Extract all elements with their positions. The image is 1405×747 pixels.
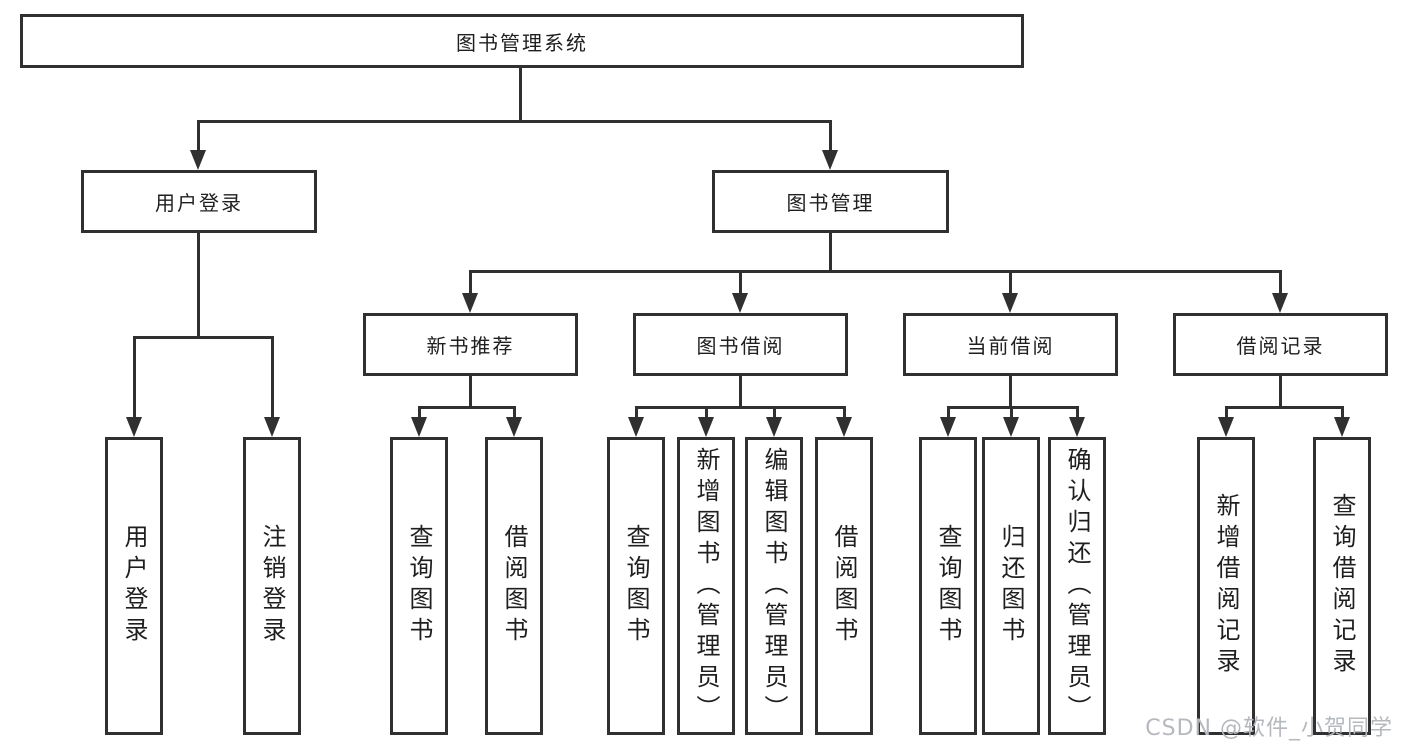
leaf-query-borrow-record: 查询借阅记录	[1313, 437, 1371, 735]
arrowhead-down-icon	[190, 150, 206, 170]
connector-vline	[133, 337, 136, 421]
node-book-borrow: 图书借阅	[633, 313, 848, 376]
connector-hline	[418, 406, 516, 409]
leaf-edit-book-admin: 编辑图书（管理员）	[745, 437, 803, 735]
leaf-label: 注销登录	[258, 524, 286, 648]
connector-vline	[1076, 407, 1079, 421]
leaf-query-books-current: 查询图书	[919, 437, 977, 735]
connector-vline	[1010, 407, 1013, 421]
arrowhead-down-icon	[1002, 293, 1018, 313]
leaf-label: 查询图书	[622, 524, 650, 648]
connector-vline	[829, 121, 832, 154]
leaf-label: 查询图书	[405, 524, 433, 648]
connector-vline	[1279, 376, 1282, 406]
arrowhead-down-icon	[264, 417, 280, 437]
leaf-add-book-admin: 新增图书（管理员）	[677, 437, 735, 735]
leaf-borrow-books-recommend: 借阅图书	[485, 437, 543, 735]
arrowhead-down-icon	[1334, 417, 1350, 437]
connector-hline	[197, 120, 832, 123]
node-root: 图书管理系统	[20, 14, 1024, 68]
arrowhead-down-icon	[836, 417, 852, 437]
arrowhead-down-icon	[506, 417, 522, 437]
leaf-label: 查询图书	[934, 524, 962, 648]
arrowhead-down-icon	[940, 417, 956, 437]
leaf-add-borrow-record: 新增借阅记录	[1197, 437, 1255, 735]
connector-vline	[469, 376, 472, 406]
leaf-user-login: 用户登录	[105, 437, 163, 735]
connector-vline	[1225, 407, 1228, 421]
node-book-borrow-label: 图书借阅	[696, 334, 785, 358]
arrowhead-down-icon	[411, 417, 427, 437]
arrowhead-down-icon	[126, 417, 142, 437]
node-book-management: 图书管理	[712, 170, 949, 233]
leaf-label: 新增借阅记录	[1212, 493, 1240, 679]
connector-hline	[133, 336, 274, 339]
connector-vline	[197, 121, 200, 154]
leaf-label: 借阅图书	[830, 524, 858, 648]
leaf-logout: 注销登录	[243, 437, 301, 735]
leaf-label: 新增图书（管理员）	[692, 446, 720, 726]
connector-hline	[469, 270, 1282, 273]
connector-vline	[635, 407, 638, 421]
leaf-borrow-books: 借阅图书	[815, 437, 873, 735]
connector-vline	[1009, 376, 1012, 406]
node-root-label: 图书管理系统	[456, 30, 588, 55]
arrowhead-down-icon	[766, 417, 782, 437]
arrowhead-down-icon	[698, 417, 714, 437]
connector-vline	[1009, 271, 1012, 295]
connector-vline	[469, 271, 472, 295]
node-user-login-label: 用户登录	[155, 191, 243, 215]
node-book-management-label: 图书管理	[786, 191, 875, 215]
arrowhead-down-icon	[1069, 417, 1085, 437]
node-user-login: 用户登录	[81, 170, 317, 233]
node-borrow-records: 借阅记录	[1173, 313, 1388, 376]
leaf-query-books-recommend: 查询图书	[390, 437, 448, 735]
leaf-label: 确认归还（管理员）	[1063, 446, 1091, 726]
connector-vline	[513, 407, 516, 421]
node-current-borrow-label: 当前借阅	[966, 334, 1055, 358]
connector-vline	[739, 271, 742, 295]
connector-hline	[1225, 406, 1344, 409]
node-current-borrow: 当前借阅	[903, 313, 1118, 376]
arrowhead-down-icon	[822, 150, 838, 170]
leaf-label: 编辑图书（管理员）	[760, 446, 788, 726]
connector-vline	[197, 233, 200, 337]
connector-hline	[947, 406, 1079, 409]
arrowhead-down-icon	[1003, 417, 1019, 437]
connector-vline	[519, 68, 522, 123]
arrowhead-down-icon	[1218, 417, 1234, 437]
node-new-book-recommend: 新书推荐	[363, 313, 578, 376]
connector-vline	[271, 337, 274, 421]
arrowhead-down-icon	[628, 417, 644, 437]
connector-vline	[418, 407, 421, 421]
arrowhead-down-icon	[1272, 293, 1288, 313]
connector-vline	[1279, 271, 1282, 295]
arrowhead-down-icon	[732, 293, 748, 313]
leaf-label: 借阅图书	[500, 524, 528, 648]
node-borrow-records-label: 借阅记录	[1236, 334, 1325, 358]
connector-vline	[1341, 407, 1344, 421]
arrowhead-down-icon	[462, 293, 478, 313]
connector-vline	[773, 407, 776, 421]
leaf-query-books-borrow: 查询图书	[607, 437, 665, 735]
connector-vline	[739, 376, 742, 406]
connector-vline	[705, 407, 708, 421]
watermark: CSDN @软件_小贺同学	[1145, 716, 1393, 741]
connector-vline	[829, 233, 832, 273]
leaf-return-book: 归还图书	[982, 437, 1040, 735]
leaf-confirm-return-admin: 确认归还（管理员）	[1048, 437, 1106, 735]
connector-vline	[947, 407, 950, 421]
leaf-label: 查询借阅记录	[1328, 493, 1356, 679]
leaf-label: 用户登录	[120, 524, 148, 648]
node-new-book-recommend-label: 新书推荐	[426, 334, 515, 358]
connector-hline	[635, 406, 846, 409]
leaf-label: 归还图书	[997, 524, 1025, 648]
connector-vline	[843, 407, 846, 421]
